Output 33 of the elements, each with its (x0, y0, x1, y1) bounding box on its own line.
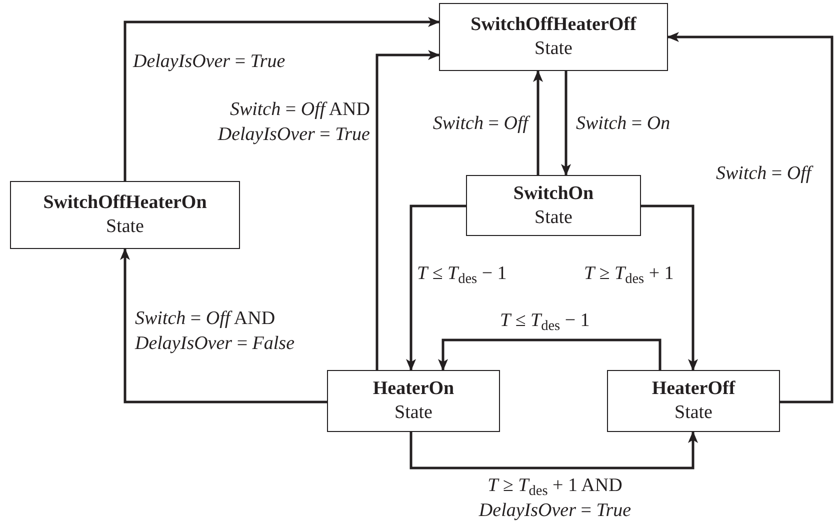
state-box (439, 3, 668, 71)
arrow (641, 204, 698, 371)
edge-label: T ≥ T$_{des}$ + 1 AND DelayIsOver = True (478, 474, 632, 522)
state-name: SwitchOffHeaterOff (470, 13, 636, 37)
state-name: SwitchOn (513, 182, 594, 206)
edge-label: T ≤ T$_{des}$ − 1 (500, 309, 591, 334)
arrow (438, 338, 662, 371)
arrow (124, 17, 440, 181)
edge-label: T ≥ T$_{des}$ + 1 (584, 262, 675, 287)
state-type: State (674, 401, 712, 425)
arrow (561, 71, 571, 176)
arrow (533, 70, 543, 175)
state-type: State (534, 206, 572, 230)
edge-label: Switch = Off (716, 162, 814, 186)
state-name: HeaterOff (652, 377, 736, 401)
arrow (667, 32, 834, 404)
edge-label: Switch = On (576, 112, 672, 136)
arrow (410, 431, 698, 470)
state-type: State (534, 37, 572, 61)
state-box (466, 175, 641, 236)
edge-label: T ≤ T$_{des}$ − 1 (417, 262, 508, 287)
state-name: SwitchOffHeaterOn (43, 191, 207, 215)
arrow (406, 204, 466, 371)
arrow (120, 248, 327, 404)
state-box (327, 370, 500, 432)
arrow (376, 50, 440, 370)
state-name: HeaterOn (372, 377, 454, 401)
state-box (607, 370, 780, 432)
state-type: State (106, 215, 144, 239)
edge-label: DelayIsOver = True (133, 50, 286, 74)
state-type: State (394, 401, 432, 425)
edge-label: Switch = Off (400, 112, 528, 137)
state-box (10, 181, 240, 249)
